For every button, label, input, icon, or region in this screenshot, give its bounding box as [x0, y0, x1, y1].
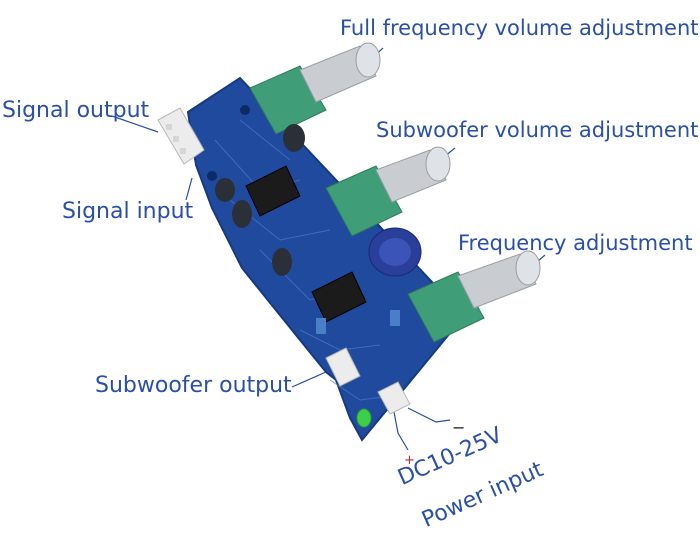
leader-subwoofer-output	[291, 371, 327, 388]
minus-sign: −	[452, 418, 466, 437]
pcb-board	[186, 76, 466, 442]
leader-power-plus	[393, 411, 409, 451]
label-signal-output: Signal output	[2, 98, 150, 123]
label-frequency-adjustment: Frequency adjustment	[458, 231, 693, 255]
label-signal-input: Signal input	[62, 199, 194, 224]
led-icon	[356, 408, 372, 428]
label-subwoofer-volume: Subwoofer volume adjustment	[376, 118, 699, 142]
ic-chip-icon	[245, 165, 301, 217]
label-full-frequency-volume: Full frequency volume adjustment	[340, 16, 699, 40]
mounting-hole	[207, 171, 217, 181]
leader-power-minus	[407, 407, 451, 423]
ic-chip-icon	[311, 271, 367, 323]
leader-signal-output	[111, 115, 159, 133]
plus-sign: +	[404, 453, 415, 468]
signal-connector-icon	[157, 107, 205, 165]
potentiometer-full-volume	[249, 42, 381, 135]
subwoofer-connector-icon	[325, 347, 361, 387]
leader-signal-input	[185, 177, 193, 201]
capacitor-icon	[215, 124, 422, 277]
film-capacitor	[390, 310, 400, 326]
film-capacitor	[316, 318, 326, 334]
power-connector-icon	[377, 381, 411, 415]
potentiometer-sub-volume	[325, 146, 451, 237]
label-subwoofer-output: Subwoofer output	[95, 373, 292, 398]
potentiometer-frequency	[407, 250, 541, 343]
mounting-hole	[240, 105, 250, 115]
leader-lines	[111, 47, 546, 451]
